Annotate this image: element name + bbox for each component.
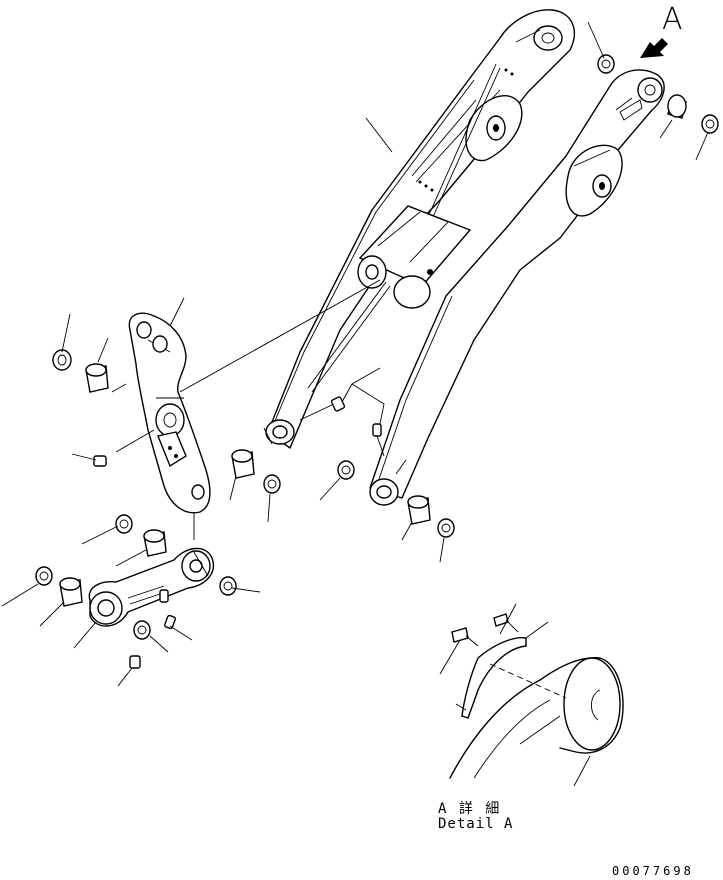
bushings-and-seals: [35, 54, 719, 669]
view-arrow-a: [640, 38, 668, 58]
left-boom-arm: [263, 9, 575, 449]
leader-lines: [1, 21, 709, 687]
view-letter-a: A: [662, 2, 683, 37]
drawing-number: 00077698: [612, 864, 694, 878]
right-boom-arm: [369, 69, 665, 506]
cross-tube: [307, 205, 472, 393]
detail-label-english: Detail A: [438, 816, 514, 832]
lift-link: [88, 547, 215, 641]
leader-grease-fittings: [341, 367, 385, 425]
detail-a-view: [439, 603, 624, 787]
detail-label-japanese: A 詳 細: [438, 801, 502, 817]
bellcrank: [128, 279, 381, 540]
